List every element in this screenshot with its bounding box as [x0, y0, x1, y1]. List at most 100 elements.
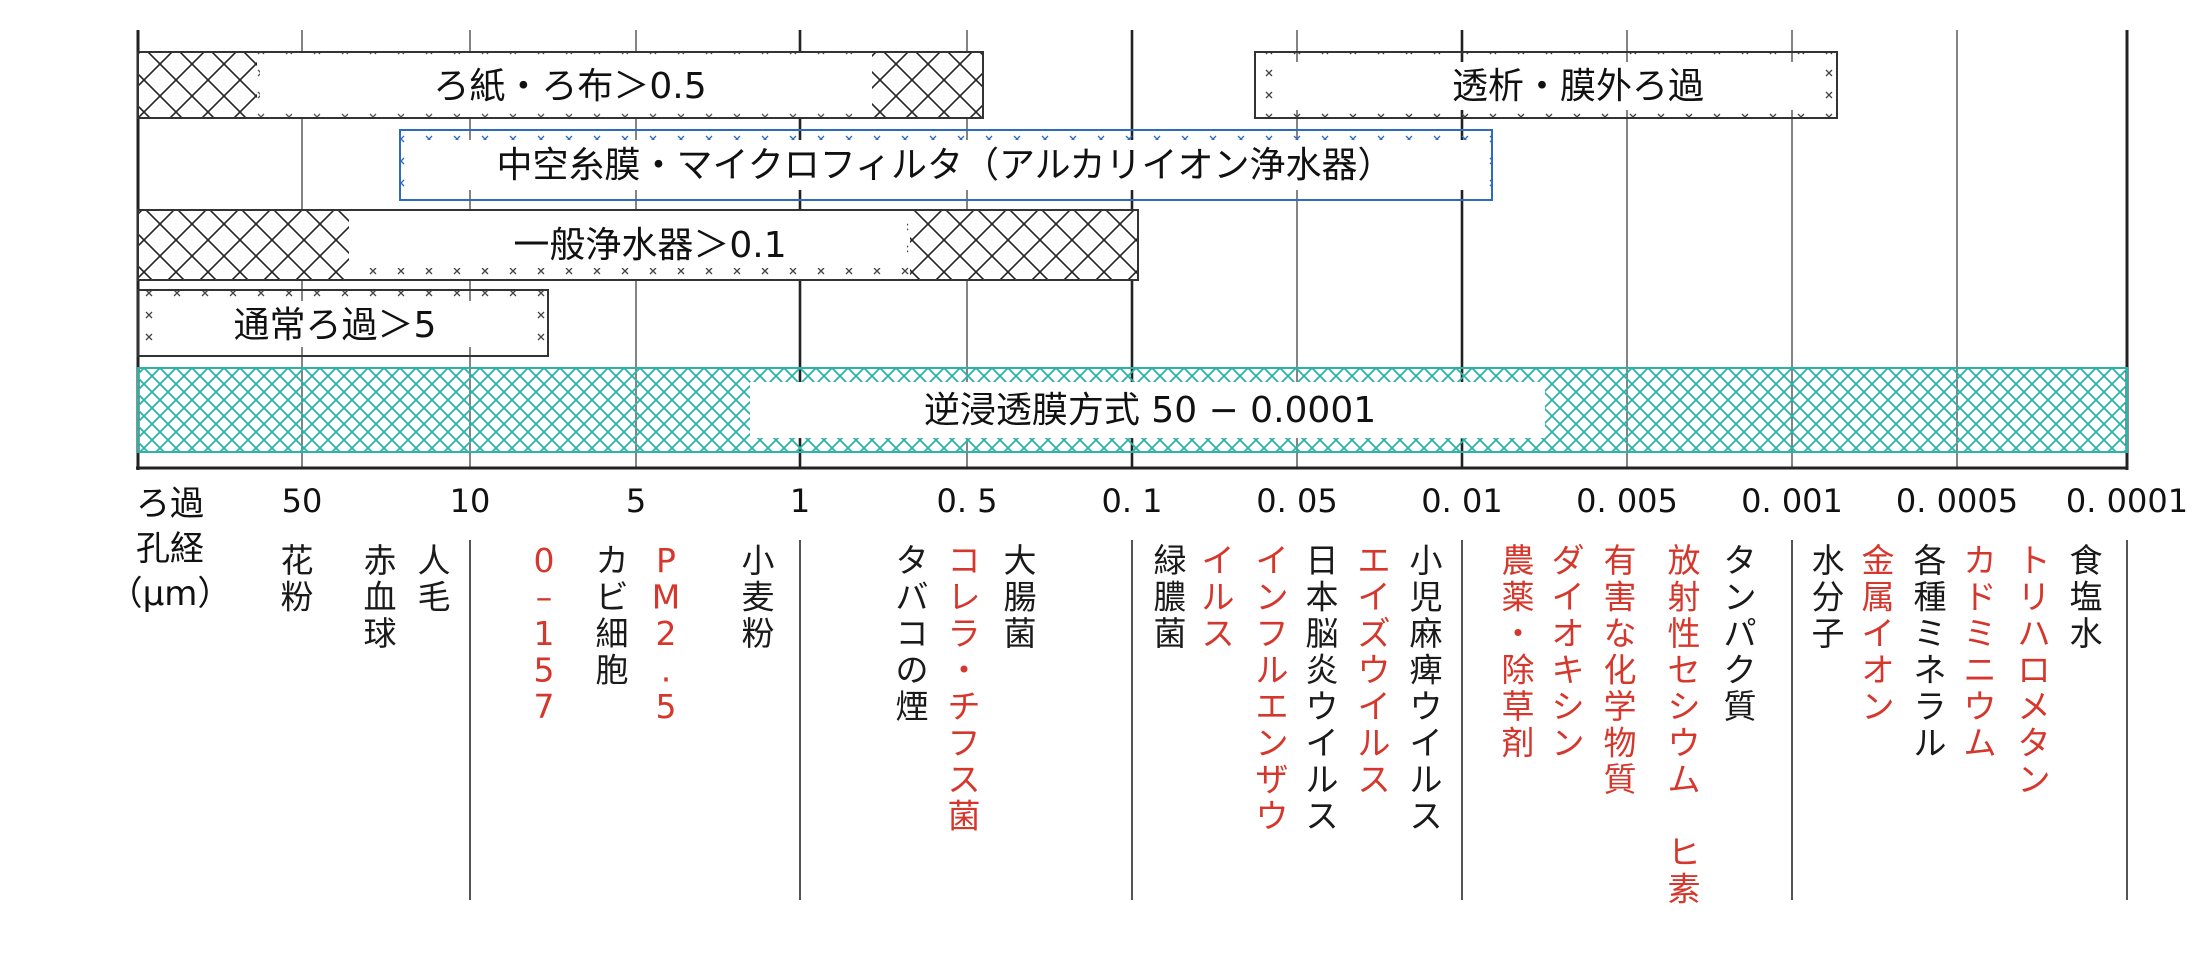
substance-char: 金: [1862, 541, 1895, 580]
substance-char: 7: [534, 687, 555, 726]
substance-char: イ: [1358, 578, 1391, 617]
tick-label: 0. 0005: [1896, 482, 2018, 520]
substance-char: 5: [656, 687, 677, 726]
bar-label-general-purifier: 一般浄水器＞0.1: [513, 225, 786, 266]
substance-char: 緑: [1154, 541, 1187, 580]
substance-char: ザ: [1256, 760, 1289, 799]
substance-char: ン: [1724, 578, 1757, 617]
substance-char: 食: [2070, 541, 2103, 580]
substance-char: カ: [596, 541, 629, 580]
substance-char: 菌: [1154, 614, 1187, 653]
axis-title-line-3: （μm）: [109, 574, 232, 614]
substance-char: セ: [1668, 651, 1701, 690]
substance-char: エ: [1358, 541, 1391, 580]
substance-char: 農: [1502, 541, 1535, 580]
substance-char: 水: [2070, 614, 2103, 653]
substance-char: ミ: [1914, 614, 1947, 653]
substance-char: 胞: [596, 651, 629, 690]
substance-char: 質: [1724, 687, 1757, 726]
substance-char: タ: [2018, 724, 2051, 763]
substance-char: ス: [1410, 797, 1443, 836]
substance-char: 種: [1914, 578, 1947, 617]
substance-char: 菌: [1004, 614, 1037, 653]
substance-char: 菌: [948, 797, 981, 836]
substance-char: ミ: [1964, 614, 1997, 653]
substance-char: 煙: [896, 687, 929, 726]
substance-char: ウ: [1410, 687, 1443, 726]
substance-char: 放: [1668, 541, 1701, 580]
axis-title-line-2: 孔経: [136, 529, 204, 569]
substance-char: ル: [1256, 651, 1289, 690]
bar-label-normal-filtration: 通常ろ過＞5: [234, 305, 437, 346]
substance-char: 球: [364, 614, 397, 653]
bar-general-purifier: 一般浄水器＞0.1: [137, 209, 1139, 281]
substance-char: オ: [1862, 651, 1895, 690]
tick-label: 0. 0001: [2066, 482, 2188, 520]
substance-char: ス: [1358, 760, 1391, 799]
substance-char: ン: [1256, 578, 1289, 617]
substance-char: ド: [1964, 578, 1997, 617]
tick-label: 5: [626, 482, 646, 520]
substance-char: 分: [1812, 578, 1845, 617]
tick-label: 0. 005: [1576, 482, 1678, 520]
substance-char: レ: [948, 578, 981, 617]
substance-char: イ: [1256, 541, 1289, 580]
substance-char: シ: [1668, 687, 1701, 726]
substance-label: イルス: [1202, 541, 1235, 653]
substance-char: 1: [534, 614, 555, 653]
substance-char: カ: [1964, 541, 1997, 580]
substance-char: ル: [1306, 760, 1339, 799]
bar-label-reverse-osmosis: 逆浸透膜方式 50 − 0.0001: [924, 390, 1376, 431]
substance-char: ロ: [2018, 651, 2051, 690]
substance-char: 腸: [1004, 578, 1037, 617]
axis-title: ろ過 孔経 （μm）: [109, 484, 232, 614]
substance-char: 5: [534, 651, 555, 690]
bar-normal-filtration: 通常ろ過＞5: [137, 289, 549, 357]
substance-char: ウ: [1668, 724, 1701, 763]
substance-char: 小: [1410, 541, 1443, 580]
substance-char: ム: [1668, 760, 1701, 799]
substance-char: ネ: [1914, 651, 1947, 690]
substance-char: 剤: [1502, 724, 1535, 763]
substance-char: 日: [1306, 541, 1339, 580]
substance-label: 水分子: [1812, 541, 1845, 653]
substance-char: ル: [1358, 724, 1391, 763]
substance-char: 大: [1004, 541, 1037, 580]
substance-char: パ: [1724, 614, 1757, 653]
substance-char: イ: [1202, 541, 1235, 580]
substance-char: シ: [1552, 687, 1585, 726]
substance-char: メ: [2018, 687, 2051, 726]
substance-char: 麦: [742, 578, 775, 617]
substance-char: 粉: [742, 614, 775, 653]
substance-char: リ: [2018, 578, 2051, 617]
tick-label: 50: [282, 482, 323, 520]
substance-label: PM2.5: [652, 541, 680, 726]
substance-char: 小: [742, 541, 775, 580]
substance-char: ス: [1202, 614, 1235, 653]
substance-char: 塩: [2070, 578, 2103, 617]
substance-char: 炎: [1306, 651, 1339, 690]
substance-char: ラ: [948, 614, 981, 653]
bar-hollow-fiber: 中空糸膜・マイクロフィルタ（アルカリイオン浄水器）: [399, 129, 1493, 201]
substance-char: ウ: [1358, 651, 1391, 690]
substance-char: イ: [1862, 614, 1895, 653]
substance-char: 子: [1812, 614, 1845, 653]
substance-char: 人: [418, 541, 451, 580]
substance-char: 膿: [1154, 578, 1187, 617]
substance-char: タ: [896, 541, 929, 580]
substance-char: 質: [1604, 760, 1637, 799]
substance-char: 草: [1502, 687, 1535, 726]
substance-char: 脳: [1306, 614, 1339, 653]
substance-char: 物: [1604, 724, 1637, 763]
substance-char: 化: [1604, 651, 1637, 690]
